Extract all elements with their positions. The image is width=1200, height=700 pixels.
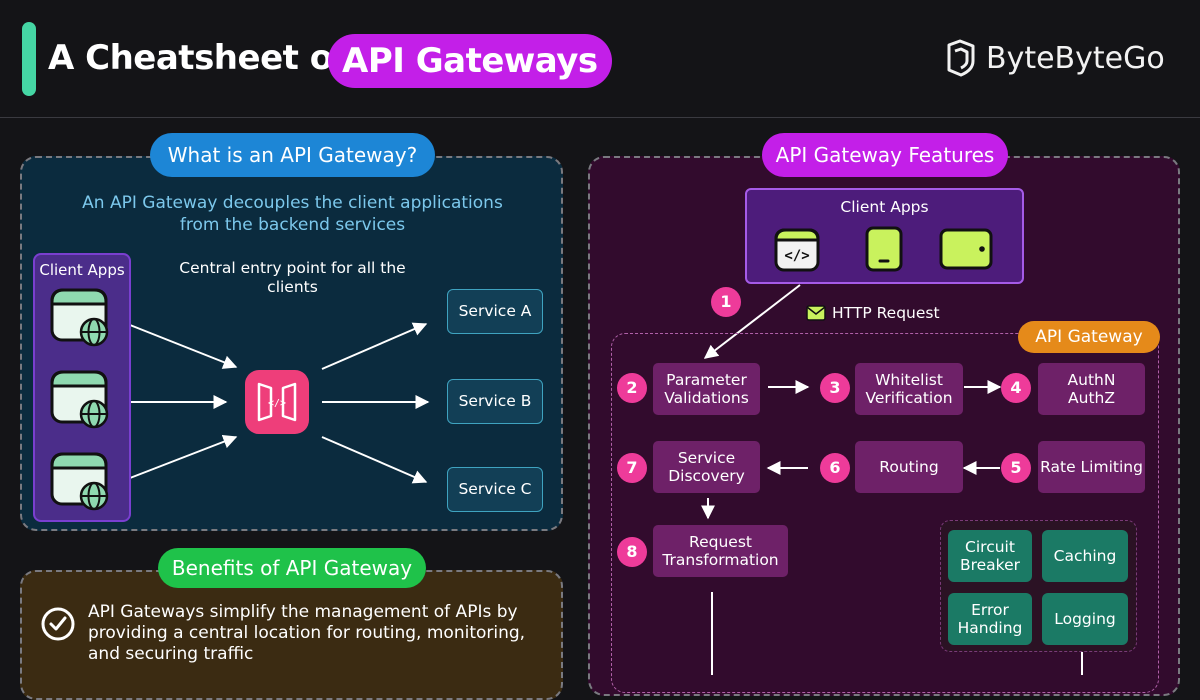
whitelist-verification-box: Whitelist Verification	[855, 363, 963, 415]
caching-box: Caching	[1042, 530, 1128, 582]
svg-text:</>: </>	[268, 398, 286, 409]
central-entry-text: Central entry point for all the clients	[179, 259, 406, 296]
error-handing-label: Error Handing	[957, 601, 1023, 637]
authn-authz-label: AuthN AuthZ	[1067, 371, 1116, 407]
arrow-client-apps-to-validation	[703, 284, 801, 359]
check-circle-icon	[41, 607, 75, 641]
connector-layer	[129, 284, 1083, 675]
parameter-validations-label: Parameter Validations	[664, 371, 749, 407]
brand: ByteByteGo	[946, 38, 1165, 78]
what-subtitle: An API Gateway decouples the client appl…	[82, 193, 503, 235]
envelope-icon	[806, 305, 826, 321]
arrow-gateway-to-service-c	[321, 436, 428, 484]
authn-authz-box: AuthN AuthZ	[1038, 363, 1145, 415]
rate-limiting-box: Rate Limiting	[1038, 441, 1145, 493]
service-a: Service A	[447, 289, 543, 334]
circuit-breaker-box: Circuit Breaker	[948, 530, 1032, 582]
step-3-badge: 3	[820, 373, 850, 403]
step-7-badge: 7	[617, 453, 647, 483]
service-c: Service C	[447, 467, 543, 512]
step-2-badge: 2	[617, 373, 647, 403]
service-discovery-box: Service Discovery	[653, 441, 760, 493]
service-discovery-label: Service Discovery	[668, 449, 745, 485]
page-title: A Cheatsheet on	[48, 38, 357, 78]
browser-globe-icon	[50, 370, 109, 429]
request-transformation-label: Request Transformation	[662, 533, 779, 569]
error-handing-box: Error Handing	[948, 593, 1032, 645]
step-4-badge: 4	[1001, 373, 1031, 403]
caching-label: Caching	[1053, 547, 1117, 565]
api-gateway-label: API Gateway	[1018, 321, 1160, 353]
step-1-badge: 1	[711, 287, 741, 317]
brand-logo-icon	[947, 39, 975, 77]
header-divider	[0, 117, 1200, 118]
browser-globe-icon	[50, 288, 109, 347]
client-apps-box-label: Client Apps	[840, 198, 929, 216]
routing-box: Routing	[855, 441, 963, 493]
logging-label: Logging	[1054, 610, 1116, 628]
svg-text:</>: </>	[784, 248, 809, 264]
arrow-client3-to-gateway	[129, 435, 238, 479]
whitelist-verification-label: Whitelist Verification	[865, 371, 953, 407]
header-accent-bar	[22, 22, 36, 96]
client-apps-label: Client Apps	[39, 261, 125, 279]
step-6-badge: 6	[820, 453, 850, 483]
tablet-icon	[939, 228, 993, 270]
step-5-badge: 5	[1001, 453, 1031, 483]
arrow-gateway-to-service-a	[321, 322, 428, 370]
request-transformation-box: Request Transformation	[653, 525, 788, 577]
features-section-label: API Gateway Features	[762, 133, 1008, 177]
step-8-badge: 8	[617, 537, 647, 567]
benefits-text: API Gateways simplify the management of …	[88, 602, 526, 664]
api-gateway-icon: </>	[245, 370, 309, 434]
code-window-icon: </>	[774, 228, 820, 272]
routing-label: Routing	[879, 458, 939, 476]
what-section-label: What is an API Gateway?	[150, 133, 435, 177]
circuit-breaker-label: Circuit Breaker	[959, 538, 1021, 574]
http-request-label: HTTP Request	[832, 304, 940, 322]
parameter-validations-box: Parameter Validations	[653, 363, 760, 415]
benefits-section-label: Benefits of API Gateway	[158, 548, 426, 588]
browser-globe-icon	[50, 452, 109, 511]
rate-limiting-label: Rate Limiting	[1040, 458, 1143, 476]
page-title-highlight: API Gateways	[328, 34, 612, 88]
phone-icon	[865, 226, 903, 272]
arrow-client1-to-gateway	[129, 324, 238, 369]
service-b: Service B	[447, 379, 543, 424]
logging-box: Logging	[1042, 593, 1128, 645]
brand-name: ByteByteGo	[986, 40, 1165, 76]
